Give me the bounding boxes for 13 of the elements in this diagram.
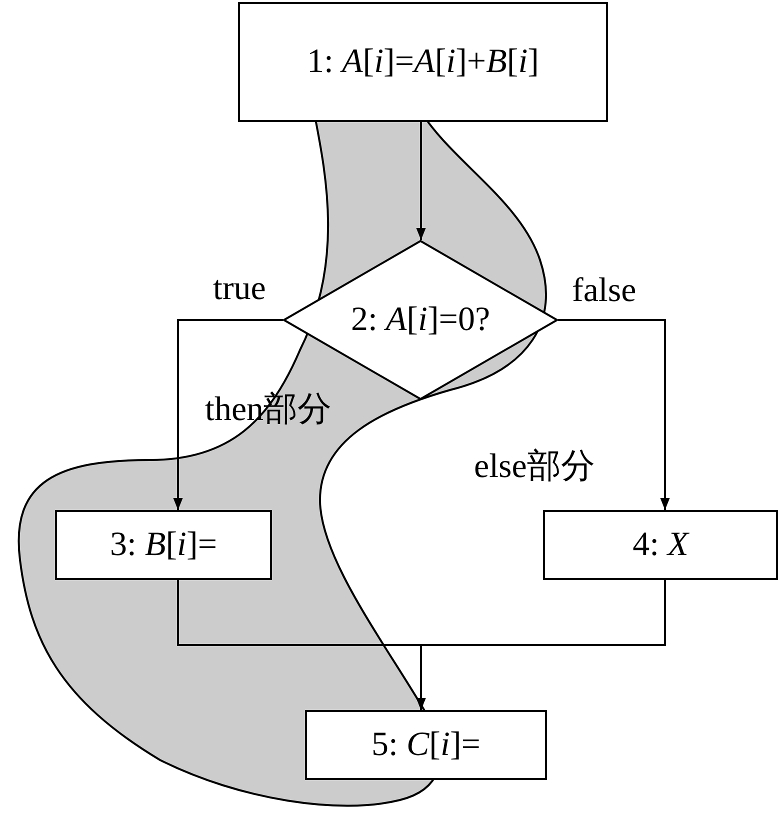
arrow: [558, 319, 670, 510]
branch-label: then部分: [205, 393, 332, 427]
process-box: 3: B[i]=: [55, 510, 272, 580]
arrow: [416, 122, 426, 240]
process-box: 1: A[i]=A[i]+B[i]: [238, 2, 608, 122]
edge-label: false: [572, 274, 636, 308]
edge-label: true: [213, 272, 266, 306]
arrow: [173, 319, 283, 510]
arrow: [416, 580, 666, 710]
decision-text: 2: A[i]=0?: [350, 301, 490, 339]
process-box: 5: C[i]=: [305, 710, 547, 780]
process-box: 4: X: [543, 510, 778, 580]
branch-label: else部分: [474, 450, 595, 484]
